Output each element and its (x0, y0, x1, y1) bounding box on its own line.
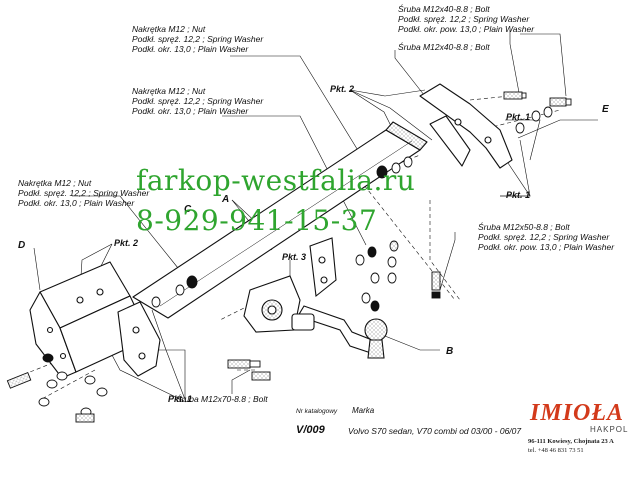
brand-label: Marka (352, 406, 375, 415)
point-pkt2-left: Pkt. 2 (114, 238, 139, 248)
letter-e: E (602, 104, 609, 115)
point-pkt2-top: Pkt. 2 (330, 84, 355, 94)
label-line: Podkł. spręż. 12,2 ; Spring Washer (18, 188, 150, 198)
point-pkt1-bottom: Pkt. 1 (168, 394, 193, 404)
label-line: Śruba M12x70-8.8 ; Bolt (176, 394, 268, 404)
catalog-number: V/009 (296, 424, 325, 436)
maker-sub: HAKPOL (590, 425, 629, 434)
label-line: Podkł. okr. 13,0 ; Plain Washer (132, 44, 249, 54)
label-line: Śruba M12x40-8.8 ; Bolt (398, 4, 490, 14)
crossbar-tube (132, 121, 428, 319)
point-pkt1-right-b: Pkt. 1 (506, 190, 531, 200)
point-pkt3: Pkt. 3 (282, 252, 307, 262)
label-line: Nakrętka M12 ; Nut (132, 86, 206, 96)
watermark-phone: 8-929-941-15-37 (136, 204, 378, 237)
maker-address: 96-111 Kowiesy, Chojnata 23 A (528, 438, 614, 445)
inner-bracket-left (117, 301, 161, 377)
label-bolt-bottom: Śruba M12x70-8.8 ; Bolt (176, 394, 268, 404)
point-pkt1-right-a: Pkt. 1 (506, 112, 531, 122)
label-bolt-top2: Śruba M12x40-8.8 ; Bolt (398, 42, 490, 52)
label-line: Podkł. okr. 13,0 ; Plain Washer (132, 106, 249, 116)
label-line: Śruba M12x40-8.8 ; Bolt (398, 42, 490, 52)
label-bolt-top: Śruba M12x40-8.8 ; Bolt Podkł. spręż. 12… (398, 4, 534, 34)
letter-d: D (18, 240, 26, 251)
label-nut-top: Nakrętka M12 ; Nut Podkł. spręż. 12,2 ; … (132, 24, 263, 54)
label-nut-left: Nakrętka M12 ; Nut Podkł. spręż. 12,2 ; … (18, 178, 149, 208)
maker-phone: tel. +48 46 831 73 51 (528, 447, 584, 454)
label-line: Nakrętka M12 ; Nut (18, 178, 92, 188)
center-plate (243, 237, 337, 333)
watermark-site: farkop-westfalia.ru (136, 164, 416, 197)
letter-b: B (446, 346, 454, 357)
label-line: Śruba M12x50-8.8 ; Bolt (478, 222, 570, 232)
label-line: Nakrętka M12 ; Nut (132, 24, 206, 34)
right-bracket (419, 83, 513, 169)
label-line: Podkł. spręż. 12,2 ; Spring Washer (132, 96, 264, 106)
label-line: Podkł. okr. pow. 13,0 ; Plain Washer (398, 24, 535, 34)
maker-logo: IMIOŁA (530, 400, 625, 426)
label-line: Podkł. spręż. 12,2 ; Spring Washer (132, 34, 264, 44)
label-line: Podkł. okr. pow. 13,0 ; Plain Washer (478, 242, 615, 252)
label-nut-mid: Nakrętka M12 ; Nut Podkł. spręż. 12,2 ; … (132, 86, 263, 116)
catalog-label: Nr katalogowy (296, 408, 338, 415)
letter-c: C (184, 204, 192, 215)
vehicle-model: Volvo S70 sedan, V70 combi od 03/00 - 06… (348, 426, 522, 436)
tow-ball (291, 305, 388, 359)
label-line: Podkł. spręż. 12,2 ; Spring Washer (478, 232, 610, 242)
fasteners (6, 91, 572, 423)
label-line: Podkł. spręż. 12,2 ; Spring Washer (398, 14, 530, 24)
label-line: Podkł. okr. 13,0 ; Plain Washer (18, 198, 135, 208)
label-bolt-right: Śruba M12x50-8.8 ; Bolt Podkł. spręż. 12… (478, 222, 614, 252)
letter-a: A (222, 194, 230, 205)
